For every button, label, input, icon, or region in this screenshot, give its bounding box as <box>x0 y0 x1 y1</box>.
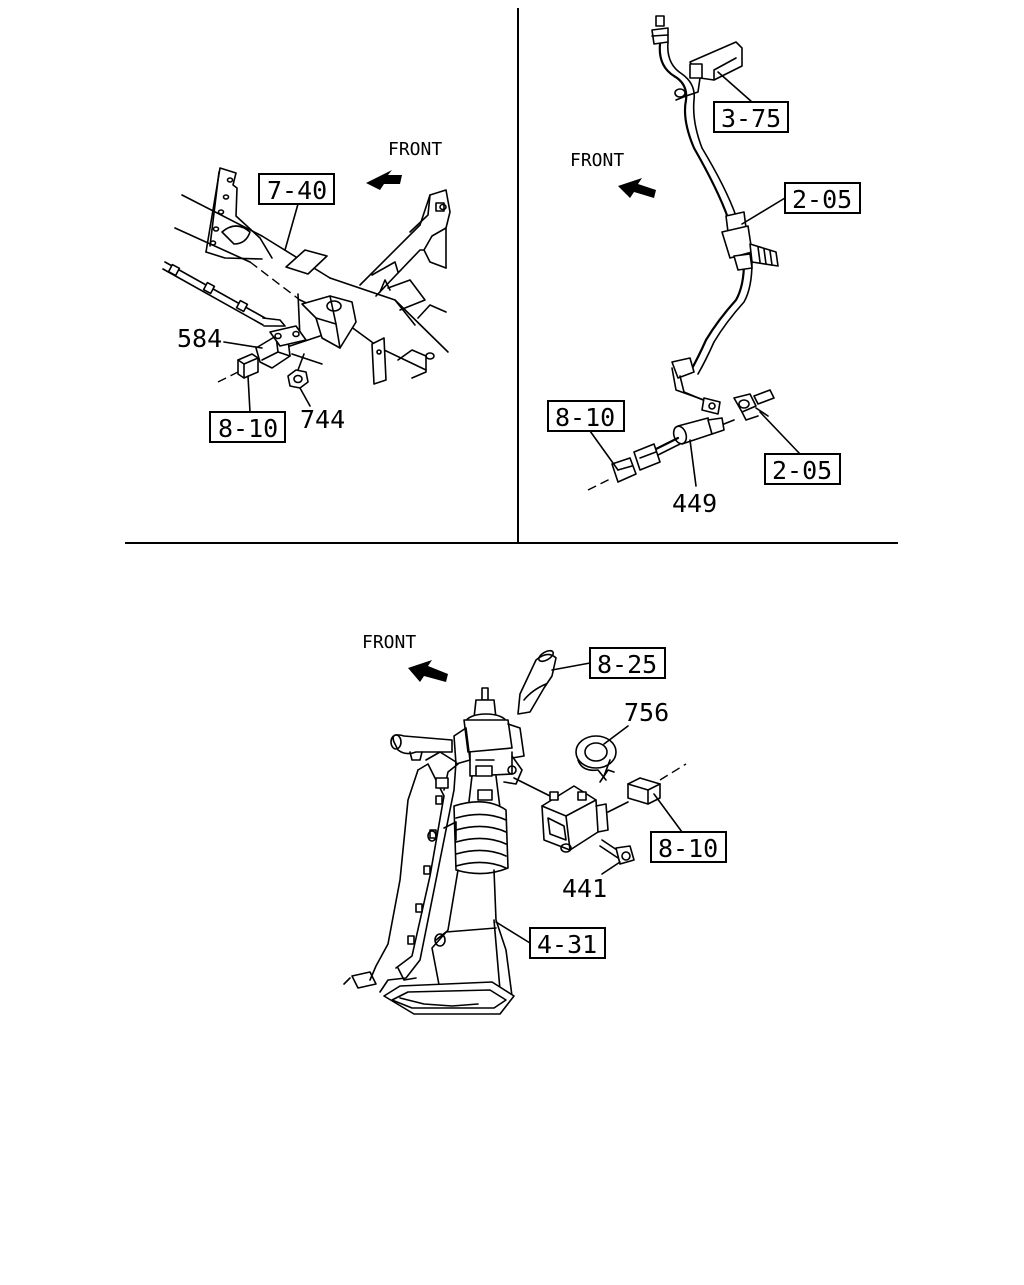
callout-ref-frame: 7-40 <box>267 176 327 205</box>
callout-box-8-25 <box>589 647 666 679</box>
panel-bottom: FRONT <box>343 632 727 1015</box>
callout-part-441: 441 <box>562 874 607 903</box>
callout-box-8-10 <box>650 831 727 863</box>
front-label: FRONT <box>570 150 624 171</box>
leader-7-40 <box>284 203 299 251</box>
leader-744 <box>299 387 311 407</box>
panel-top-left: FRONT <box>162 139 451 443</box>
switch-lever-left <box>390 734 453 761</box>
callout-box-3-75 <box>713 101 789 133</box>
hose-lower-end <box>671 357 721 415</box>
connector-plug <box>587 457 637 491</box>
leader-2-05-upper <box>741 197 786 225</box>
front-arrow-icon <box>408 660 448 682</box>
leader-3-75 <box>717 71 753 103</box>
callout-box-8-10 <box>209 411 286 443</box>
connector-plug <box>627 763 687 805</box>
leader-449 <box>689 439 697 487</box>
callout-ref-pipe-lower: 2-05 <box>772 456 832 485</box>
leader-584 <box>223 341 263 349</box>
callout-ref-switch: 8-25 <box>597 650 657 679</box>
frame-rear-rod <box>162 261 286 327</box>
leader-2-05-lower <box>759 411 801 455</box>
callout-ref-connector: 8-10 <box>218 414 278 443</box>
callout-ref-connector: 8-10 <box>555 403 615 432</box>
leader-8-10 <box>247 375 251 413</box>
callout-box-2-05-upper <box>784 182 861 214</box>
front-label: FRONT <box>362 632 416 653</box>
leader-756 <box>603 725 629 745</box>
part-441-bolt <box>599 839 635 865</box>
hose-tee-fitting <box>721 211 779 271</box>
leader-8-25 <box>551 662 591 671</box>
frame-pillar <box>205 167 273 260</box>
callout-box-2-05-lower <box>764 453 841 485</box>
callout-box-8-10 <box>547 400 625 432</box>
leader-4-31 <box>495 921 531 944</box>
front-label: FRONT <box>388 139 442 160</box>
part-584-sensor <box>255 325 323 369</box>
callout-ref-connector: 8-10 <box>658 834 718 863</box>
leader-8-10 <box>653 793 683 833</box>
callout-box-4-31 <box>529 927 606 959</box>
callout-ref-bracket: 3-75 <box>721 104 781 133</box>
banjo-fitting <box>733 389 775 421</box>
sensor-mount-bracket <box>297 293 435 385</box>
callout-box-7-40 <box>258 173 335 205</box>
callout-part-756: 756 <box>624 698 669 727</box>
callout-part-744: 744 <box>300 405 345 434</box>
part-449-sensor <box>633 417 735 471</box>
hose-top-fitting <box>651 15 669 45</box>
steering-column-tube <box>383 869 515 1015</box>
leader-441 <box>601 861 621 875</box>
leader-8-10 <box>589 430 619 471</box>
column-top-housing <box>443 687 525 791</box>
frame-side-bracket <box>359 189 451 319</box>
part-744-nut <box>287 353 309 389</box>
column-support-bracket <box>343 751 457 993</box>
steering-column-shaft <box>453 765 509 875</box>
part-756-module <box>541 735 629 853</box>
callout-part-584: 584 <box>177 324 222 353</box>
front-arrow-icon <box>618 178 656 198</box>
hose-bracket <box>674 41 743 101</box>
callout-ref-pipe-upper: 2-05 <box>792 185 852 214</box>
callout-ref-column: 4-31 <box>537 930 597 959</box>
callout-part-449: 449 <box>672 489 717 518</box>
front-arrow-icon <box>366 170 402 190</box>
brake-hose <box>658 41 753 375</box>
switch-lever-upper <box>517 649 557 715</box>
connector-plug <box>217 353 259 383</box>
panel-top-right: FRONT <box>547 15 861 518</box>
